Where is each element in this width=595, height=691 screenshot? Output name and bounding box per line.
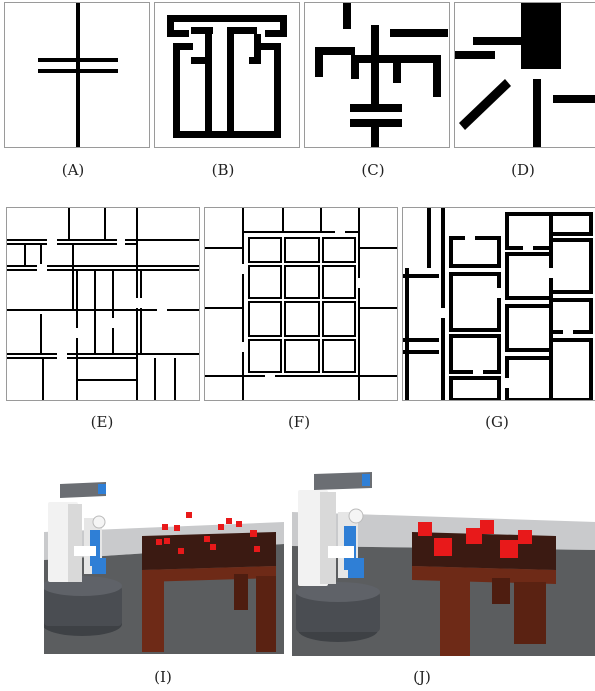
robot-scene-j — [292, 460, 595, 656]
caption-i: (I) — [154, 668, 172, 686]
table-leg — [440, 580, 470, 656]
maze-panel-g — [402, 207, 595, 401]
wall — [76, 3, 80, 147]
maze-f-drawing — [205, 208, 397, 400]
table-leg — [234, 574, 248, 610]
maze-panel-d — [454, 2, 595, 148]
caption-f: (F) — [287, 413, 311, 431]
robot — [296, 472, 380, 642]
red-cubes — [418, 520, 532, 558]
maze-c-drawing — [315, 3, 448, 147]
robot — [44, 482, 122, 636]
table-leg — [142, 580, 164, 652]
maze-e-drawing — [7, 208, 199, 400]
table-leg — [492, 578, 510, 604]
caption-b: (B) — [211, 161, 235, 179]
robot-scene-i — [44, 474, 284, 654]
table-top — [412, 532, 556, 570]
maze-panel-a — [4, 2, 150, 148]
maze-g-drawing — [403, 208, 593, 400]
wall — [38, 69, 118, 73]
caption-c: (C) — [361, 161, 385, 179]
table-top — [142, 532, 276, 570]
maze-panel-c — [304, 2, 450, 148]
maze-panel-e — [6, 207, 200, 401]
red-cubes — [156, 512, 260, 554]
caption-e: (E) — [90, 413, 114, 431]
caption-j: (J) — [413, 668, 431, 686]
maze-b-drawing — [167, 15, 287, 138]
room-grid — [248, 237, 356, 373]
robot-scene-i-drawing — [44, 474, 284, 654]
maze-panel-f — [204, 207, 398, 401]
robot-scene-j-drawing — [292, 460, 595, 656]
maze-panel-b — [154, 2, 300, 148]
caption-a: (A) — [61, 161, 85, 179]
maze-a-drawing — [38, 3, 118, 147]
table-leg — [256, 576, 276, 652]
table-leg — [514, 582, 546, 644]
wall — [38, 58, 118, 62]
caption-d: (D) — [511, 161, 535, 179]
caption-g: (G) — [485, 413, 509, 431]
maze-d-drawing — [455, 3, 595, 147]
